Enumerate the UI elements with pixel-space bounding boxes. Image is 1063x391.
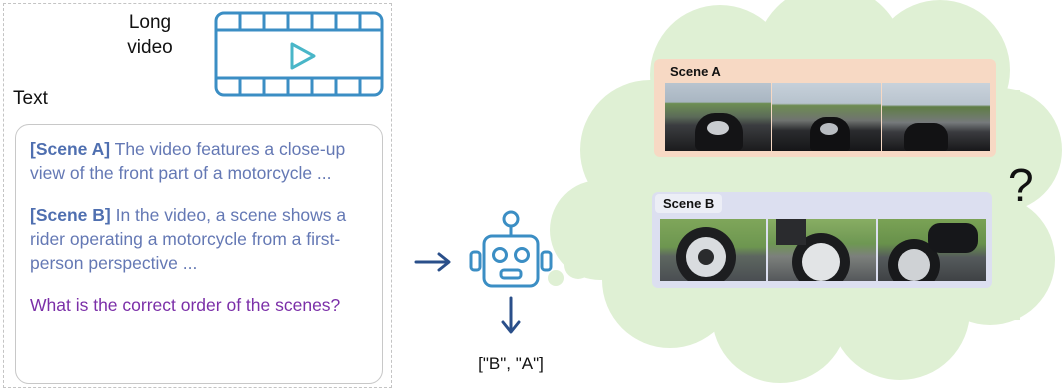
robot-icon — [469, 210, 553, 288]
long-video-label: Long video — [118, 10, 182, 60]
output-arrow — [501, 296, 521, 334]
scene-b-frame-3 — [878, 219, 986, 281]
text-label: Text — [13, 88, 48, 109]
scene-a-label: Scene A — [670, 64, 721, 79]
input-panel — [3, 3, 392, 388]
question-mark: ? — [1008, 159, 1034, 211]
scene-b-frame-1 — [660, 219, 766, 281]
long-video-label-line1: Long — [128, 12, 172, 33]
scene-b-tag: [Scene B] — [30, 205, 111, 225]
scene-b-frame-2 — [768, 219, 876, 281]
scene-b-text: In the video, a scene shows a rider oper… — [30, 205, 347, 273]
play-icon — [290, 42, 316, 70]
scene-a-frame-3 — [882, 83, 990, 151]
scene-a-text: The video features a close-up view of th… — [30, 139, 346, 183]
scene-a-frame-2 — [772, 83, 881, 151]
long-video-label-line2: video — [127, 37, 173, 58]
scene-a-card: Scene A — [654, 59, 996, 157]
scene-b-label: Scene B — [655, 194, 723, 213]
scene-a-description: [Scene A] The video features a close-up … — [30, 137, 368, 185]
order-question: What is the correct order of the scenes? — [30, 295, 341, 315]
model-output: ["B", "A"] — [478, 354, 544, 373]
scene-a-frame-1 — [665, 83, 771, 151]
scene-a-tag: [Scene A] — [30, 139, 111, 159]
scene-b-card: Scene B — [652, 192, 992, 288]
text-prompt-box: [Scene A] The video features a close-up … — [15, 124, 383, 384]
scene-b-description: [Scene B] In the video, a scene shows a … — [30, 203, 368, 275]
video-film-icon — [214, 11, 384, 97]
input-arrow — [414, 252, 451, 272]
